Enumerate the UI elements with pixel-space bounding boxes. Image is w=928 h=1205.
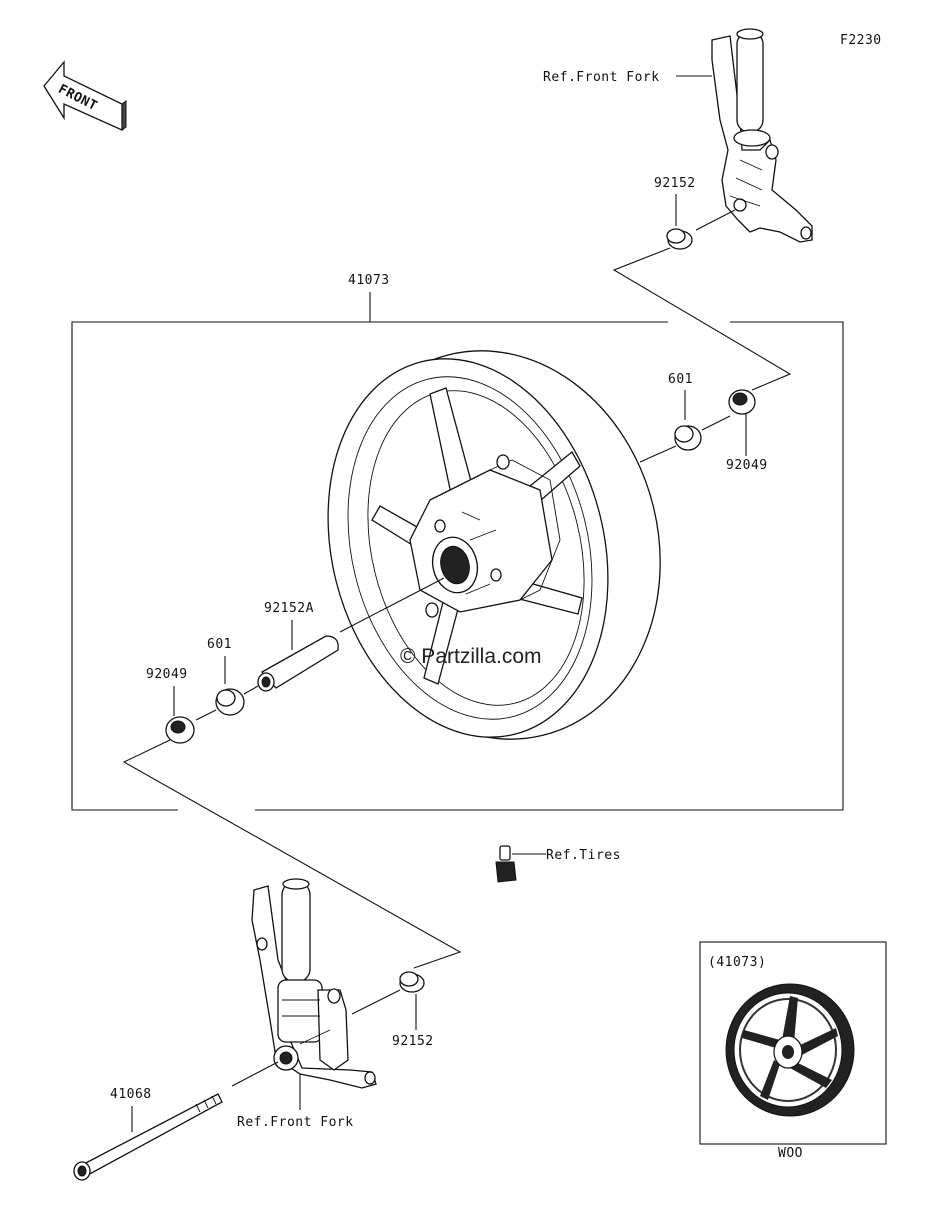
watermark-text: © Partzilla.com xyxy=(400,645,542,668)
spacer-icon xyxy=(257,635,339,692)
seal-left-icon xyxy=(165,716,195,744)
part-number-601-right: 601 xyxy=(668,372,693,387)
figure-code: F2230 xyxy=(840,33,882,48)
variant-inset-box xyxy=(699,941,887,1145)
tire-valve-icon xyxy=(495,845,517,883)
front-fork-top-right xyxy=(711,28,813,243)
inset-title: (41073) xyxy=(708,955,766,970)
front-wheel-drawing xyxy=(327,350,661,740)
part-number-92049-right: 92049 xyxy=(726,458,768,473)
inset-wheel-icon xyxy=(725,983,855,1117)
bearing-right-icon xyxy=(674,425,702,451)
front-fork-bottom-left xyxy=(251,878,377,1089)
part-number-601-left: 601 xyxy=(207,637,232,652)
seal-right-icon xyxy=(728,389,756,415)
bearing-left-icon xyxy=(215,688,245,716)
collar-bottom-icon xyxy=(399,971,425,993)
ref-front-fork-top-label: Ref.Front Fork xyxy=(543,70,660,85)
front-arrow-icon: FRONT xyxy=(43,60,127,132)
part-number-92152-top: 92152 xyxy=(654,176,696,191)
axle-icon xyxy=(73,1093,223,1181)
part-number-92152A: 92152A xyxy=(264,601,314,616)
inset-caption: WOO xyxy=(778,1146,803,1161)
part-number-41068: 41068 xyxy=(110,1087,152,1102)
ref-front-fork-bottom-label: Ref.Front Fork xyxy=(237,1115,354,1130)
collar-top-icon xyxy=(666,228,693,250)
part-number-41073: 41073 xyxy=(348,273,390,288)
ref-tires-label: Ref.Tires xyxy=(546,848,621,863)
part-number-92049-left: 92049 xyxy=(146,667,188,682)
part-number-92152-bottom: 92152 xyxy=(392,1034,434,1049)
wheel-assembly-box xyxy=(71,321,668,811)
